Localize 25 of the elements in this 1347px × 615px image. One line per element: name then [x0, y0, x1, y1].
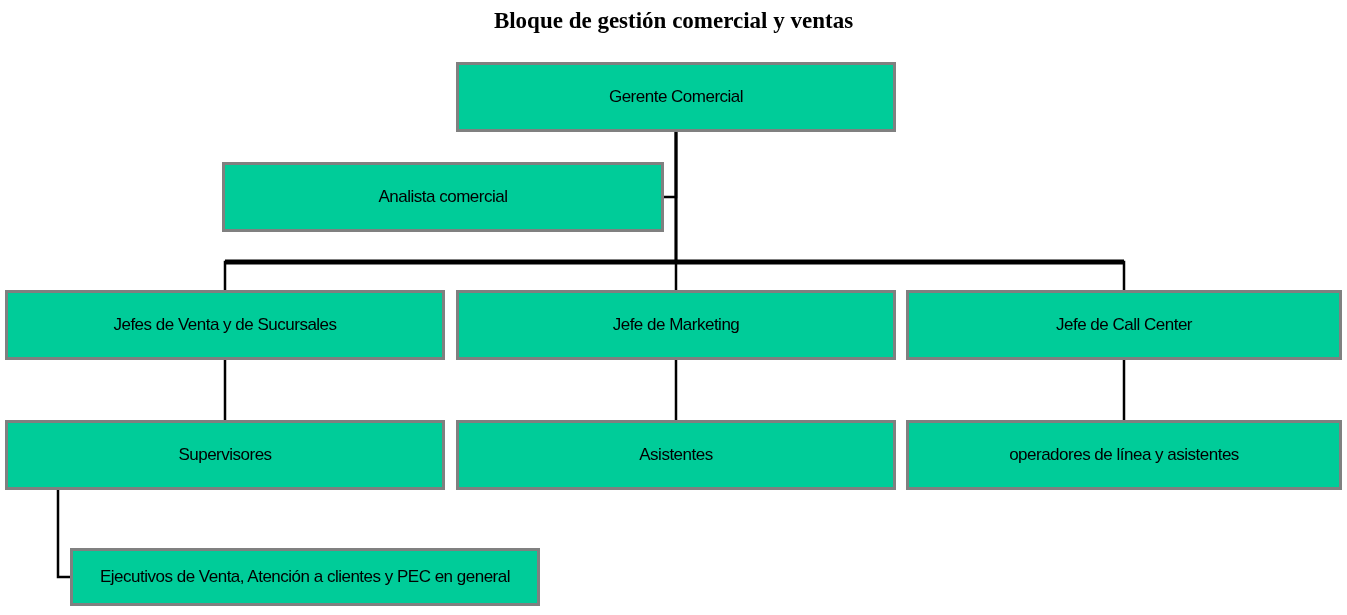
org-box: [222, 162, 664, 232]
org-box: [5, 290, 445, 360]
title: Bloque de gestión comercial y ventas: [493, 8, 854, 34]
org-box: [906, 420, 1342, 490]
role-label: operadores de línea y asistentes: [1009, 445, 1239, 465]
role-label: Gerente Comercial: [608, 87, 744, 107]
org-box: [456, 420, 896, 490]
role-label: Analista comercial: [378, 187, 508, 207]
org-box: [906, 290, 1342, 360]
role-label: Jefes de Venta y de Sucursales: [113, 315, 337, 335]
connector-line: [674, 132, 1126, 290]
connector-line: [223, 360, 227, 420]
role-label: Jefe de Call Center: [1056, 315, 1192, 335]
role-label: Asistentes: [639, 445, 713, 465]
org-box: [456, 290, 896, 360]
bus-line: [225, 259, 1124, 265]
org-box: [70, 548, 540, 606]
connector-line: [56, 490, 70, 579]
role-label: Jefe de Marketing: [612, 315, 740, 335]
org-box: [5, 420, 445, 490]
role-label: Ejecutivos de Venta, Atención a clientes y PEC en general: [100, 567, 510, 587]
role-label: Supervisores: [178, 445, 272, 465]
connector-line: [674, 360, 678, 420]
connector-line: [1122, 360, 1126, 420]
org-box: [456, 62, 896, 132]
